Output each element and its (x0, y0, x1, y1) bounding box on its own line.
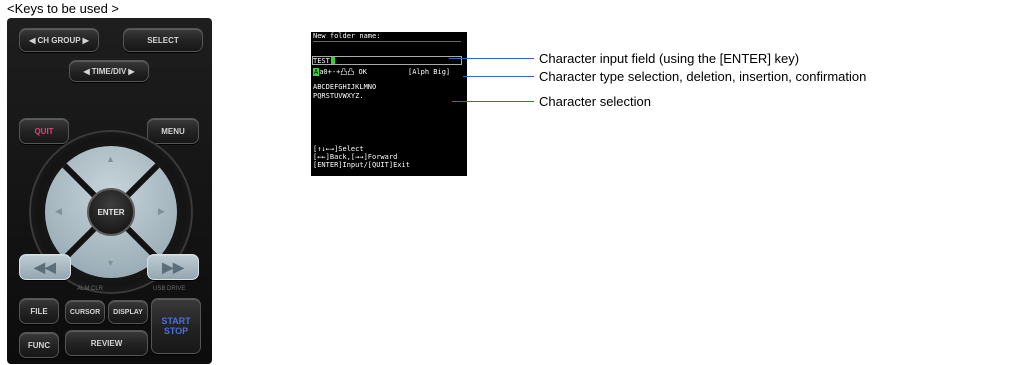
callout-line-char (452, 101, 534, 102)
quit-label: QUIT (34, 126, 54, 136)
ch-group-label: CH GROUP (37, 35, 81, 45)
func-label: FUNC (27, 340, 51, 350)
cursor-label: CURSOR (69, 308, 101, 316)
arrow-left-icon[interactable]: ◀ (55, 206, 62, 216)
character-row-2[interactable]: PQRSTUVWXYZ. (313, 92, 364, 100)
arrow-up-icon[interactable]: ▲ (106, 154, 115, 164)
help-select: [↑↓←→]Select (313, 145, 364, 153)
keys-heading: <Keys to be used > (7, 1, 120, 16)
callout-type-selection: Character type selection, deletion, inse… (539, 69, 867, 84)
help-input-exit: [ENTER]Input/[QUIT]Exit (313, 161, 410, 169)
select-label: SELECT (147, 35, 179, 45)
display-key[interactable]: DISPLAY (108, 300, 148, 324)
fast-forward-icon: ▶▶ (162, 258, 184, 275)
text-cursor (330, 57, 335, 64)
callout-character-selection: Character selection (539, 94, 651, 109)
file-key[interactable]: FILE (19, 298, 59, 324)
type-selection-row[interactable]: Aa0+-+凸凸 OK (313, 68, 367, 76)
help-back-forward: [←←]Back,[→→]Forward (313, 153, 398, 161)
review-label: REVIEW (90, 338, 123, 348)
keypad-panel: ◀ CH GROUP ▶ SELECT ◀ TIME/DIV ▶ QUIT ME… (7, 18, 212, 364)
time-div-label: TIME/DIV (91, 66, 127, 76)
callout-line-input (449, 58, 534, 59)
func-key[interactable]: FUNC (19, 332, 59, 358)
screen-title: New folder name: (313, 32, 381, 40)
input-value-row: TEST (313, 57, 335, 65)
usb-drive-label: USB DRIVE (153, 286, 186, 292)
right-triangle-icon: ▶ (128, 66, 135, 76)
arrow-down-icon[interactable]: ▼ (106, 258, 115, 268)
start-stop-key[interactable]: START STOP (151, 298, 201, 354)
menu-label: MENU (161, 126, 185, 136)
callout-input-field: Character input field (using the [ENTER]… (539, 51, 800, 66)
enter-label: ENTER (97, 207, 125, 217)
enter-key[interactable]: ENTER (87, 188, 135, 236)
left-triangle-icon: ◀ (83, 66, 90, 76)
review-key[interactable]: REVIEW (65, 330, 148, 356)
character-input-field[interactable] (312, 56, 462, 65)
input-value: TEST (313, 57, 330, 65)
arrow-right-icon[interactable]: ▶ (158, 206, 165, 216)
type-options: a0+-+凸凸 OK (319, 68, 367, 76)
menu-key[interactable]: MENU (147, 118, 199, 144)
rewind-icon: ◀◀ (34, 258, 56, 275)
left-triangle-icon: ◀ (29, 35, 36, 45)
select-key[interactable]: SELECT (123, 28, 203, 52)
ch-group-key[interactable]: ◀ CH GROUP ▶ (19, 28, 99, 52)
file-label: FILE (30, 306, 48, 316)
alm-clr-label: ALM CLR (77, 286, 104, 292)
time-div-key[interactable]: ◀ TIME/DIV ▶ (69, 60, 149, 82)
display-label: DISPLAY (113, 308, 143, 316)
device-screen: New folder name: TEST Aa0+-+凸凸 OK [Alph … (311, 32, 467, 176)
right-triangle-icon: ▶ (82, 35, 89, 45)
type-indicator: A (313, 68, 320, 76)
mode-label: [Alph Big] (408, 68, 451, 76)
start-label: START (161, 316, 191, 326)
stop-label: STOP (163, 326, 189, 336)
quit-key[interactable]: QUIT (19, 118, 69, 144)
cursor-key[interactable]: CURSOR (65, 300, 105, 324)
callout-line-type (463, 76, 534, 77)
character-row-1[interactable]: ABCDEFGHIJKLMNO (313, 83, 377, 91)
rewind-key[interactable]: ◀◀ (19, 254, 71, 280)
forward-key[interactable]: ▶▶ (147, 254, 199, 280)
